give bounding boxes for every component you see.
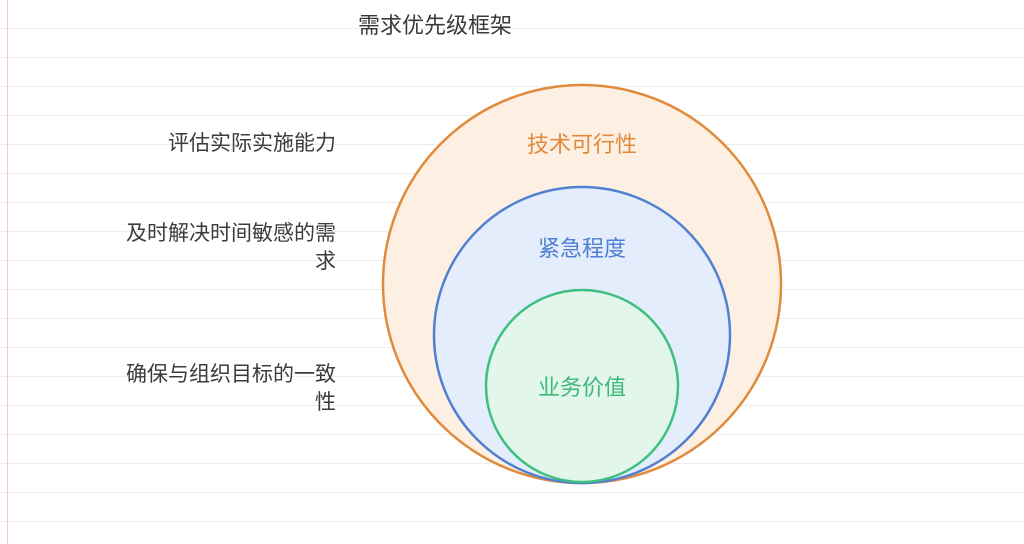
circle-business-value bbox=[484, 288, 680, 484]
diagram-title: 需求优先级框架 bbox=[357, 14, 512, 39]
description-urgency: 及时解决时间敏感的需求 bbox=[126, 221, 336, 273]
label-technical-feasibility: 技术可行性 bbox=[527, 133, 637, 158]
description-business-value: 确保与组织目标的一致性 bbox=[126, 362, 336, 414]
notebook-margin-line bbox=[7, 0, 8, 544]
label-business-value: 业务价值 bbox=[538, 376, 626, 401]
label-urgency: 紧急程度 bbox=[538, 237, 626, 262]
description-technical-feasibility: 评估实际实施能力 bbox=[168, 131, 336, 155]
